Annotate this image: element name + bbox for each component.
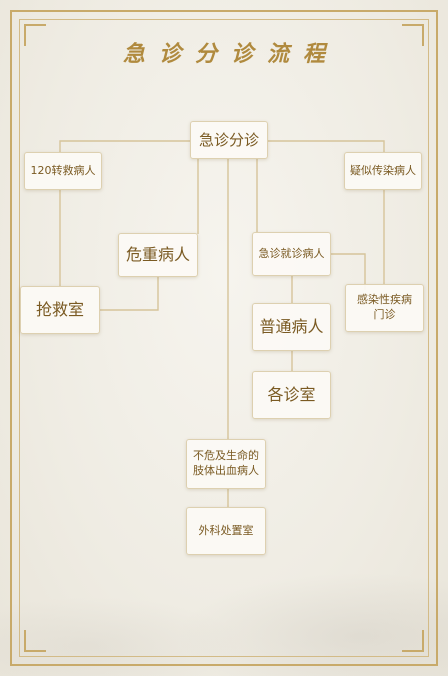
corner-ornament: [24, 24, 46, 46]
node-infection-clinic: 感染性疾病 门诊: [345, 284, 424, 332]
corner-ornament: [402, 630, 424, 652]
node-critical: 危重病人: [118, 233, 198, 277]
node-rescue-room-label: 抢救室: [35, 300, 84, 320]
connector-triage-left: [59, 140, 190, 152]
node-limb-bleeding-label-2: 肢体出血病人: [193, 464, 259, 477]
node-clinic-rooms: 各诊室: [252, 371, 331, 419]
node-surgical-room-label: 外科处置室: [198, 523, 254, 537]
node-emergency-visit: 急诊就诊病人: [252, 232, 331, 276]
connector-critical-rescue: [100, 276, 159, 311]
node-clinic-rooms-label: 各诊室: [267, 385, 316, 405]
node-general-patient: 普通病人: [252, 303, 331, 351]
node-emergency-visit-label: 急诊就诊病人: [258, 246, 325, 260]
node-infection-clinic-label-1: 感染性疾病: [357, 293, 412, 307]
node-limb-bleeding-label-1: 不危及生命的: [193, 449, 259, 463]
node-triage: 急诊分诊: [190, 121, 268, 159]
corner-ornament: [24, 630, 46, 652]
outer-frame: [10, 10, 438, 666]
node-triage-label: 急诊分诊: [198, 130, 259, 149]
node-limb-bleeding: 不危及生命的 肢体出血病人: [186, 439, 266, 489]
node-critical-label: 危重病人: [125, 245, 190, 265]
node-suspected-infectious: 疑似传染病人: [344, 152, 422, 190]
node-surgical-room: 外科处置室: [186, 507, 266, 555]
node-rescue-room: 抢救室: [20, 286, 100, 334]
corner-ornament: [402, 24, 424, 46]
node-120-transfer-label: 120转救病人: [30, 163, 96, 177]
connector-triage-right: [267, 140, 385, 152]
node-120-transfer: 120转救病人: [24, 152, 102, 190]
page-title: 急诊分诊流程: [122, 41, 339, 67]
node-general-patient-label: 普通病人: [259, 317, 324, 337]
node-infection-clinic-label-2: 门诊: [373, 308, 396, 321]
node-suspected-infectious-label: 疑似传染病人: [350, 163, 416, 177]
connector-visit-infection: [330, 253, 366, 290]
inner-frame: [19, 19, 429, 657]
